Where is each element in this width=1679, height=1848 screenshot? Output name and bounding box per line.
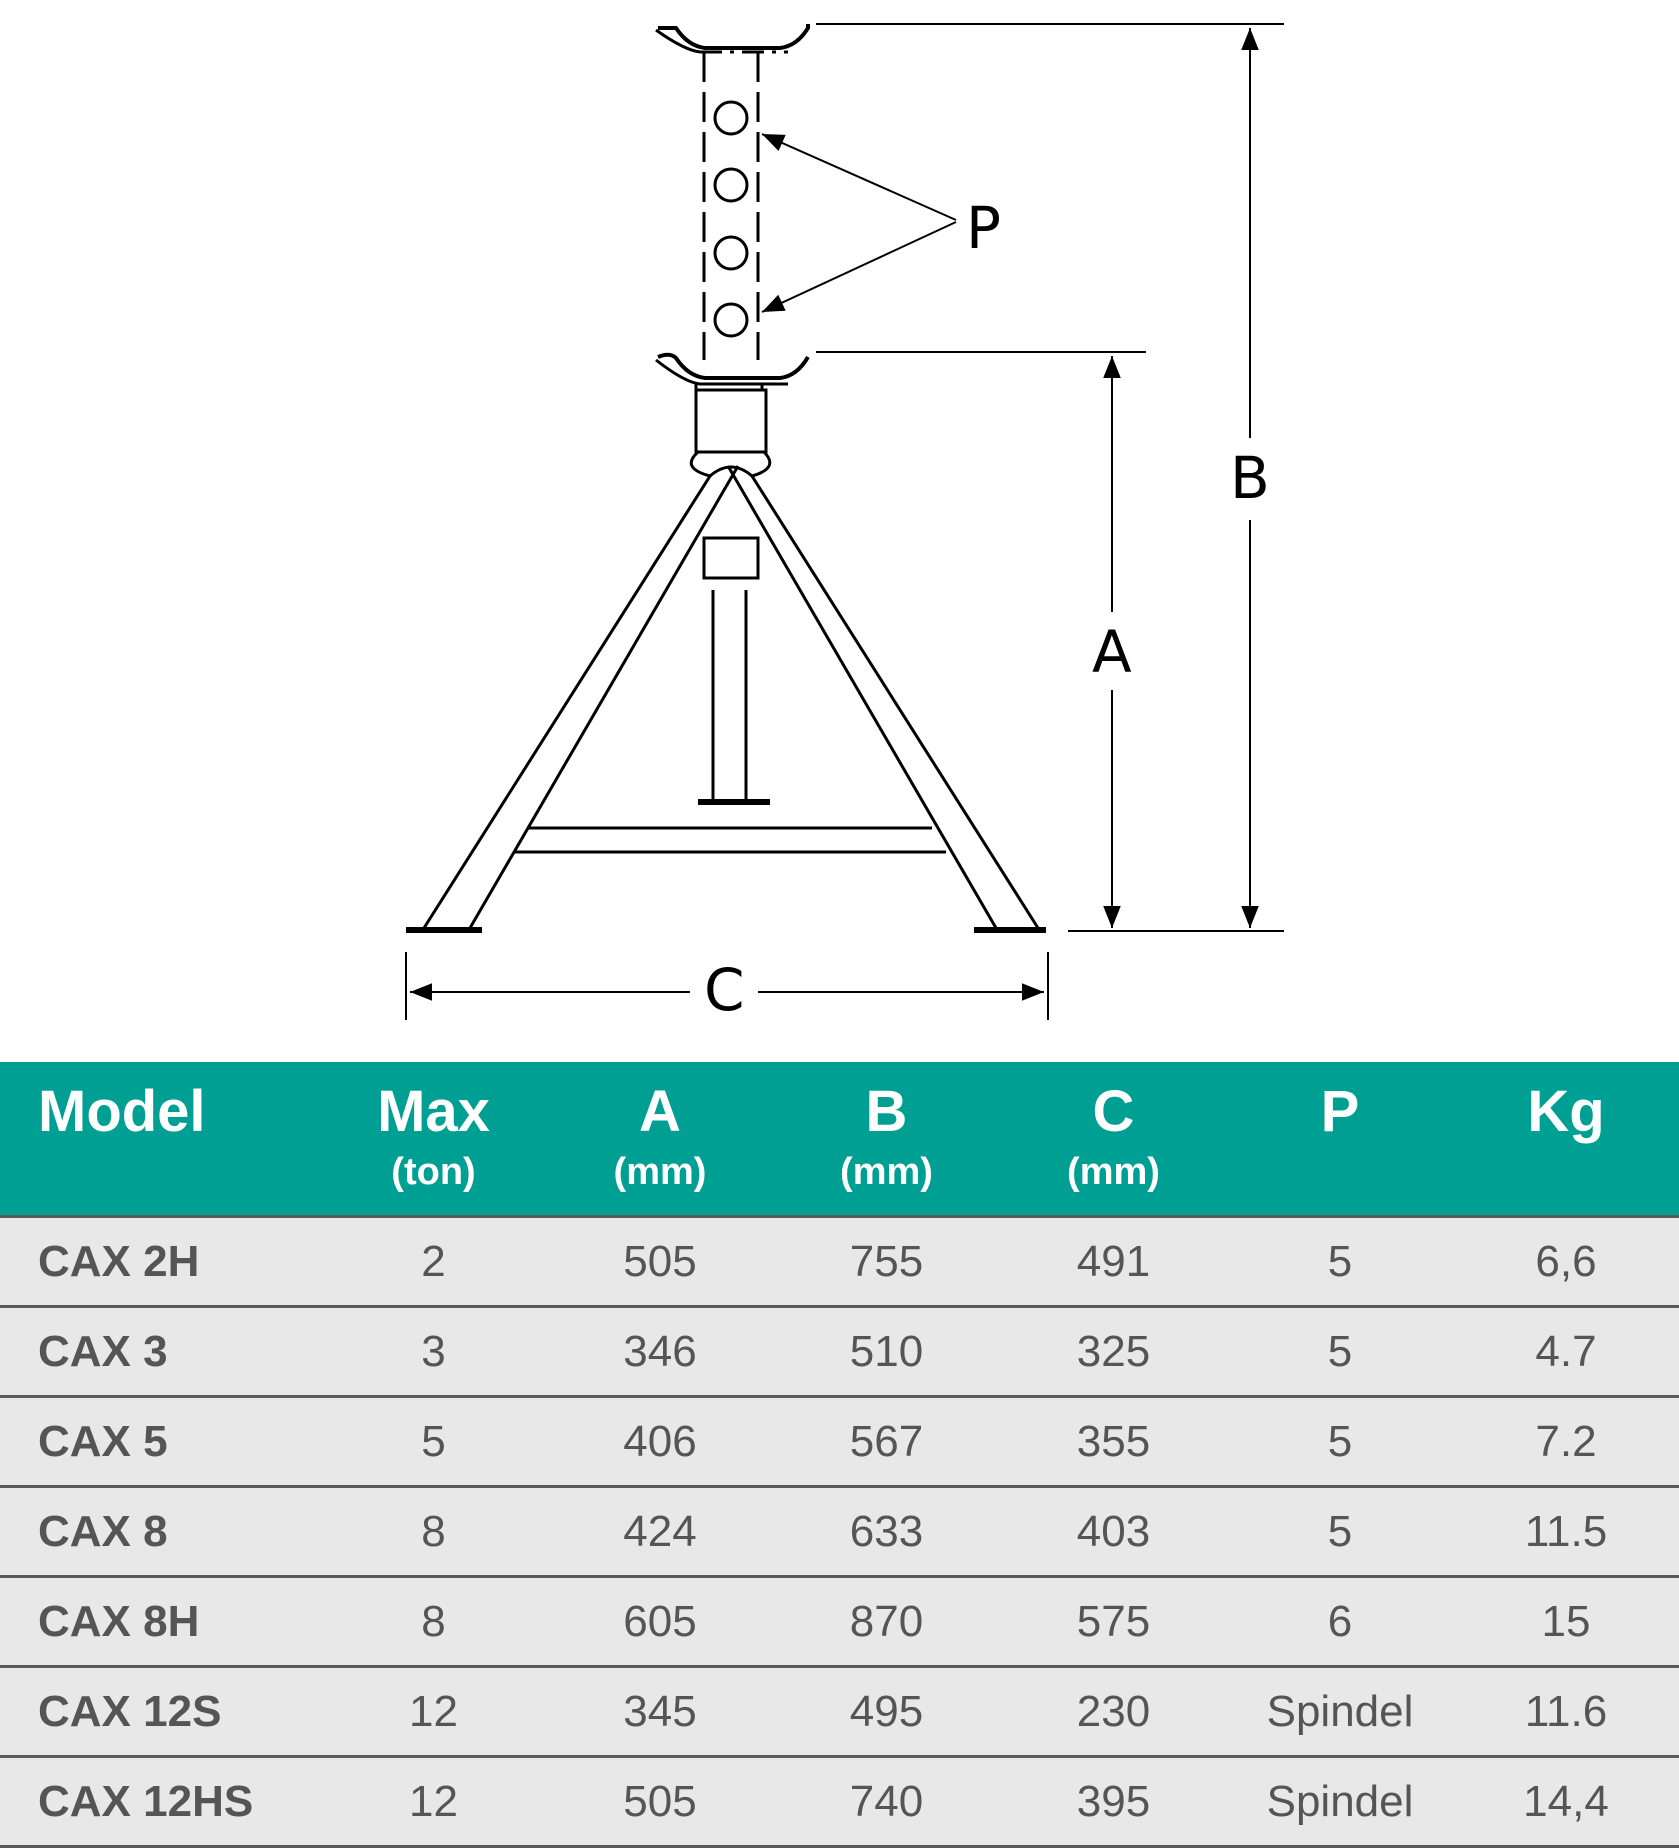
cell-max: 3 (421, 1327, 446, 1376)
axle-stand-drawing: P B A C (405, 23, 1284, 1024)
spec-table: Model Max (ton) A (mm) B (mm) C (mm) P K… (0, 1062, 1679, 1848)
cell-c: 395 (1076, 1777, 1151, 1826)
cell-b: 510 (849, 1327, 924, 1376)
axle-stand-diagram: P B A C (405, 23, 1284, 1024)
table-row: CAX 5 5 406 567 355 5 7.2 (0, 1395, 1679, 1485)
cell-b: 755 (849, 1237, 924, 1286)
cell-b: 870 (849, 1597, 924, 1646)
cell-max: 8 (421, 1597, 446, 1646)
cell-a: 345 (623, 1687, 697, 1736)
cell-model: CAX 12HS (38, 1777, 254, 1826)
label-a: A (1092, 618, 1132, 686)
cell-kg: 15 (1541, 1597, 1591, 1646)
table-row: CAX 2H 2 505 755 491 5 6,6 (0, 1215, 1679, 1305)
header-p: P (1320, 1079, 1360, 1144)
label-b: B (1230, 444, 1270, 512)
cell-kg: 11.5 (1524, 1507, 1608, 1556)
cell-kg: 6,6 (1535, 1237, 1597, 1286)
cell-c: 325 (1076, 1327, 1151, 1376)
cell-b: 567 (849, 1417, 924, 1466)
cell-a: 424 (623, 1507, 697, 1556)
cell-max: 12 (409, 1687, 458, 1736)
cell-p: 5 (1327, 1417, 1353, 1466)
header-kg: Kg (1527, 1079, 1605, 1144)
cell-max: 5 (421, 1417, 446, 1466)
table-row: CAX 8 8 424 633 403 5 11.5 (0, 1485, 1679, 1575)
cell-c: 355 (1076, 1417, 1151, 1466)
cell-model: CAX 5 (38, 1417, 168, 1466)
cell-a: 406 (623, 1417, 697, 1466)
cell-kg: 11.6 (1524, 1687, 1608, 1736)
cell-p: 5 (1327, 1327, 1353, 1376)
cell-model: CAX 8H (38, 1597, 200, 1646)
stand-outline (406, 24, 1046, 933)
header-c: C (mm) (1067, 1079, 1160, 1194)
cell-c: 230 (1076, 1687, 1151, 1736)
cell-a: 346 (623, 1327, 697, 1376)
cell-c: 403 (1076, 1507, 1151, 1556)
cell-model: CAX 2H (38, 1237, 200, 1286)
cell-kg: 14,4 (1523, 1777, 1609, 1826)
cell-p: 5 (1327, 1507, 1353, 1556)
cell-b: 495 (849, 1687, 924, 1736)
cell-a: 605 (623, 1597, 697, 1646)
cell-max: 2 (421, 1237, 446, 1286)
cell-model: CAX 8 (38, 1507, 168, 1556)
cell-b: 633 (849, 1507, 924, 1556)
cell-p: Spindel (1266, 1687, 1414, 1736)
cell-p: 6 (1327, 1597, 1353, 1646)
cell-kg: 4.7 (1535, 1327, 1597, 1376)
cell-max: 8 (421, 1507, 446, 1556)
cell-max: 12 (409, 1777, 458, 1826)
cell-p: 5 (1327, 1237, 1353, 1286)
cell-c: 491 (1076, 1237, 1151, 1286)
cell-c: 575 (1076, 1597, 1151, 1646)
header-b: B (mm) (840, 1079, 933, 1194)
table-row: CAX 12S 12 345 495 230 Spindel 11.6 (0, 1665, 1679, 1755)
cell-model: CAX 12S (38, 1687, 222, 1736)
cell-b: 740 (849, 1777, 924, 1826)
table-row: CAX 8H 8 605 870 575 6 15 (0, 1575, 1679, 1665)
cell-model: CAX 3 (38, 1327, 168, 1376)
cell-kg: 7.2 (1535, 1417, 1597, 1466)
table-header: Model Max (ton) A (mm) B (mm) C (mm) P K… (0, 1062, 1679, 1215)
header-a: A (mm) (613, 1079, 707, 1194)
table-row: CAX 12HS 12 505 740 395 Spindel 14,4 (0, 1755, 1679, 1845)
table-bottom-rule (0, 1845, 1679, 1848)
cell-a: 505 (623, 1237, 697, 1286)
dimension-lines (405, 23, 1284, 1020)
cell-p: Spindel (1266, 1777, 1414, 1826)
label-c: C (704, 956, 745, 1024)
table-row: CAX 3 3 346 510 325 5 4.7 (0, 1305, 1679, 1395)
label-p: P (966, 194, 1001, 262)
cell-a: 505 (623, 1777, 697, 1826)
header-max: Max (ton) (377, 1079, 490, 1194)
header-model: Model (38, 1079, 206, 1144)
